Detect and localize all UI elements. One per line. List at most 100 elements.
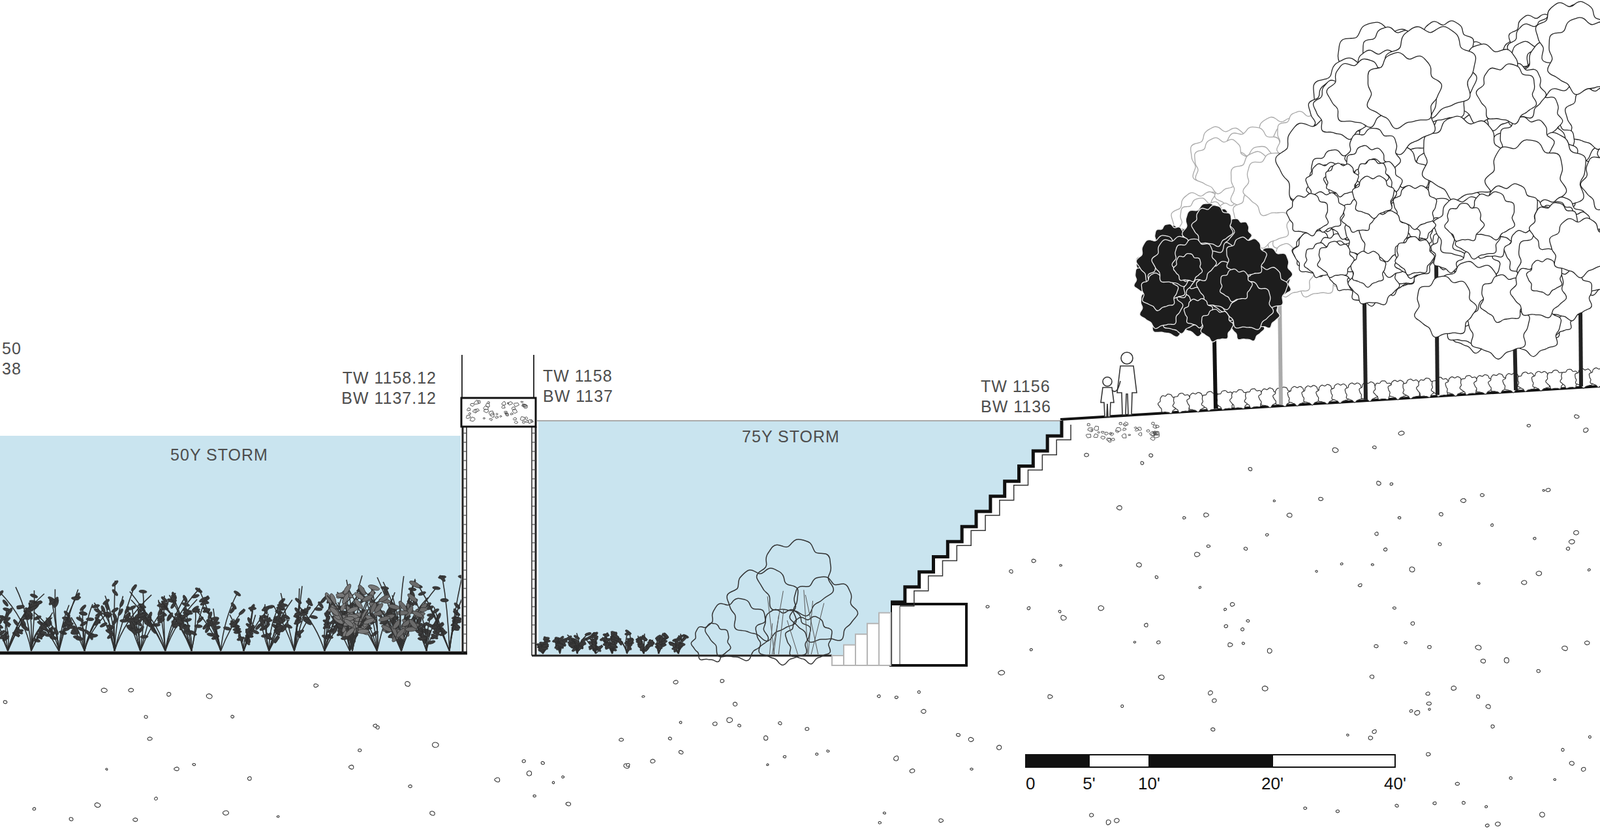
plant-stem — [138, 604, 166, 652]
soil-pebble — [921, 709, 926, 714]
soil-pebble — [1047, 694, 1053, 699]
soil-pebble — [1241, 642, 1245, 645]
plant-stem — [158, 601, 192, 652]
soil-pebble — [720, 679, 725, 683]
plant-leaf — [357, 629, 370, 634]
plant-leaf — [640, 636, 648, 642]
wall-hatch — [462, 460, 467, 461]
soil-pebble — [154, 797, 158, 801]
plant-leaf — [542, 642, 550, 649]
soil-pebble — [1116, 505, 1122, 511]
tree-foliage — [1444, 203, 1485, 242]
plant-leaf — [438, 574, 446, 583]
plant-leaf — [244, 626, 252, 635]
plant-leaf — [343, 626, 356, 638]
soil-pebble — [1480, 493, 1485, 498]
soil-pebble — [1241, 627, 1245, 631]
soil-pebble — [540, 761, 545, 765]
plant-stem — [268, 599, 293, 652]
plant-stem — [140, 593, 176, 652]
soil-pebble — [1462, 801, 1466, 805]
soil-pebble — [1206, 544, 1211, 548]
plant-leaf — [229, 620, 237, 629]
plant-leaf — [201, 622, 209, 631]
plant-leaf — [641, 634, 648, 642]
gravel-stone — [1087, 428, 1093, 432]
plant-leaf — [624, 629, 631, 636]
plant-stem — [104, 614, 115, 652]
plant-leaf — [261, 605, 270, 613]
soil-pebble — [1425, 692, 1430, 696]
soil-pebble — [1395, 804, 1399, 808]
plant-stem — [220, 592, 238, 652]
soil-pebble — [1154, 576, 1158, 579]
gravel-stone — [501, 405, 506, 409]
soil-pebble — [778, 721, 782, 725]
soil-pebble — [276, 815, 280, 818]
storm-water-zone: 75Y STORM — [537, 418, 1063, 668]
wall-hatch — [462, 606, 467, 607]
plant-leaf — [356, 584, 368, 597]
gravel-strip — [1085, 422, 1159, 443]
soil-pebble — [619, 738, 624, 742]
soil-pebble — [1369, 675, 1374, 679]
soil-pebble — [766, 764, 769, 767]
wall-hatch — [531, 460, 536, 461]
soil-pebble — [1494, 822, 1501, 827]
plant-leaf — [557, 635, 565, 643]
soil-pebble — [1574, 415, 1580, 419]
plant-leaf — [264, 632, 272, 641]
plant-leaf — [16, 605, 25, 609]
soil-pebble — [1581, 767, 1586, 772]
soil-pebble — [678, 750, 684, 755]
soil-pebble — [552, 781, 554, 784]
tree-foliage — [1171, 238, 1217, 282]
wall-hatch — [462, 441, 467, 443]
tree-foliage — [1220, 268, 1253, 302]
wall-hatch — [462, 542, 467, 543]
plant-leaf — [16, 604, 25, 611]
gravel-stone — [1146, 430, 1150, 433]
plant-stem — [280, 593, 295, 652]
wall-face — [531, 426, 533, 656]
gravel-stone — [466, 407, 470, 412]
basin-floor — [0, 651, 468, 656]
wall-cap-gravel — [466, 400, 534, 424]
soil-pebble — [764, 736, 769, 741]
plant-leaf — [181, 602, 190, 608]
plant-stem — [352, 592, 382, 652]
plant-leaf — [71, 596, 79, 601]
soil-pebble — [1485, 824, 1490, 827]
soil-pebble — [1183, 516, 1186, 520]
plant-leaf — [21, 624, 30, 632]
person-body — [1100, 387, 1114, 417]
plant-leaf — [48, 599, 56, 607]
soil-pebble — [876, 694, 881, 698]
water-surface — [537, 420, 1062, 422]
gravel-stone — [1121, 433, 1127, 438]
soil-pebble — [1303, 807, 1308, 810]
soil-pebble — [626, 763, 630, 767]
wall-hatch — [462, 569, 467, 571]
stair-tread-line — [899, 606, 900, 665]
soil-pebble — [3, 700, 8, 705]
plant-leaf — [106, 624, 115, 630]
plant-stem — [243, 606, 271, 652]
soil-pebble — [1397, 516, 1401, 520]
soil-pebble — [1509, 777, 1512, 780]
plant-leaf — [167, 612, 174, 621]
soil-pebble — [1584, 641, 1590, 646]
plant-leaf — [35, 632, 44, 641]
soil-pebble — [1340, 563, 1343, 566]
soil-pebble — [1475, 645, 1482, 650]
plant-leaf — [137, 612, 146, 618]
plant-leaf — [356, 626, 370, 637]
wall-hatch — [462, 478, 467, 479]
soil-pebble — [1286, 513, 1293, 518]
soil-pebble — [826, 750, 830, 753]
plant-leaf — [142, 617, 149, 627]
soil-pebble — [1427, 645, 1432, 649]
soil-pebble — [1368, 736, 1373, 740]
plant-leaf — [360, 593, 374, 603]
